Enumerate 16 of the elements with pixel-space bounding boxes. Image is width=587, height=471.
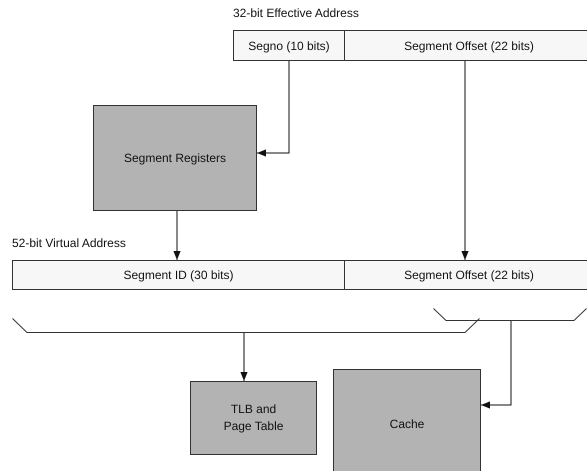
address-field: Segment ID (30 bits) [12, 260, 345, 290]
address-field: Segment Offset (22 bits) [344, 260, 587, 290]
address-field: Segno (10 bits) [233, 30, 345, 61]
arrow [256, 60, 290, 157]
address-field: Segment Offset (22 bits) [344, 30, 587, 61]
address-heading: 32-bit Effective Address [233, 6, 359, 20]
bracket [12, 318, 480, 333]
address-heading: 52-bit Virtual Address [12, 236, 126, 250]
register-box: Segment Registers [93, 105, 257, 211]
arrow [480, 320, 512, 409]
arrow [461, 60, 469, 260]
table-box: TLB and Page Table [190, 381, 317, 455]
bracket [433, 308, 587, 321]
cache-box: Cache [333, 369, 481, 471]
arrow [240, 332, 248, 382]
arrow [173, 210, 181, 260]
